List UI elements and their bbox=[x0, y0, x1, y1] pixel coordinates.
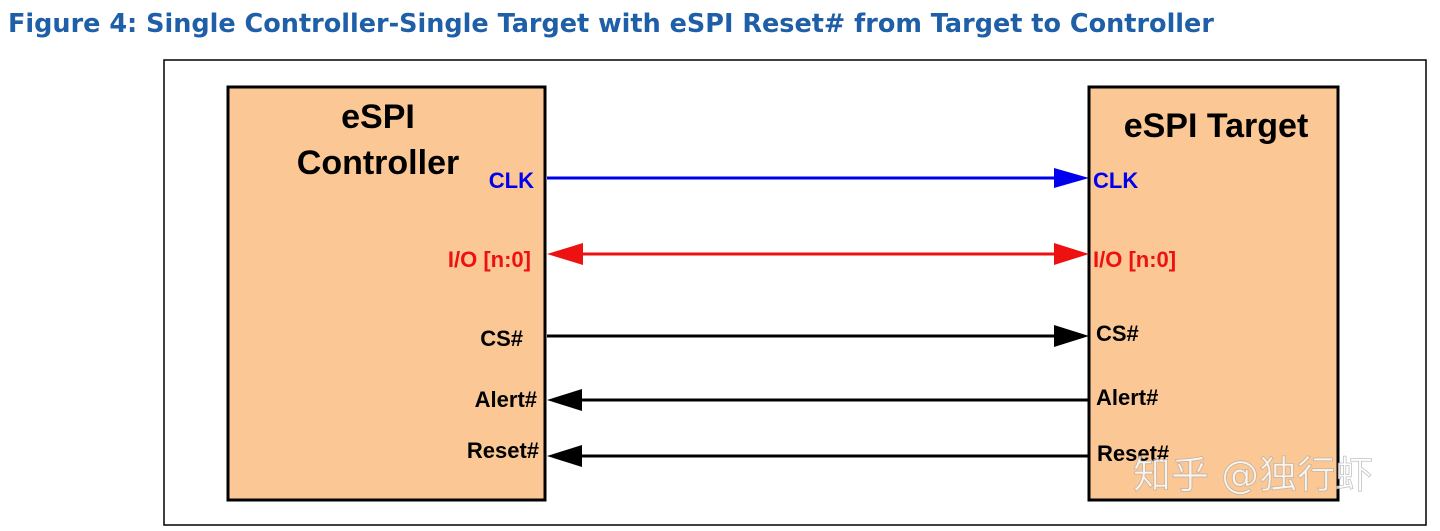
clk-target-label: CLK bbox=[1093, 168, 1138, 193]
clk-arrow-right-icon bbox=[1054, 168, 1089, 188]
reset-target-label: Reset# bbox=[1097, 441, 1169, 466]
cs-arrow-right-icon bbox=[1054, 325, 1089, 347]
alert-arrow-left-icon bbox=[547, 389, 582, 411]
watermark-text: 知乎 @独行虾 bbox=[1133, 453, 1373, 497]
io-arrow-left-icon bbox=[547, 243, 583, 265]
io-controller-label: I/O [n:0] bbox=[448, 247, 531, 272]
target-block bbox=[1087, 85, 1340, 502]
target-title: eSPI Target bbox=[1124, 107, 1309, 145]
reset-arrow-left-icon bbox=[547, 445, 582, 467]
figure-title: Figure 4: Single Controller-Single Targe… bbox=[8, 9, 1214, 39]
io-arrow-right-icon bbox=[1054, 243, 1089, 265]
alert-target-label: Alert# bbox=[1096, 385, 1158, 410]
controller-title-line2: Controller bbox=[297, 144, 459, 182]
cs-target-label: CS# bbox=[1096, 321, 1139, 346]
cs-controller-label: CS# bbox=[480, 326, 523, 351]
reset-controller-label: Reset# bbox=[467, 438, 539, 463]
clk-controller-label: CLK bbox=[489, 168, 534, 193]
controller-block bbox=[226, 85, 547, 502]
alert-controller-label: Alert# bbox=[475, 387, 537, 412]
io-target-label: I/O [n:0] bbox=[1093, 247, 1176, 272]
controller-title-line1: eSPI bbox=[341, 98, 415, 136]
